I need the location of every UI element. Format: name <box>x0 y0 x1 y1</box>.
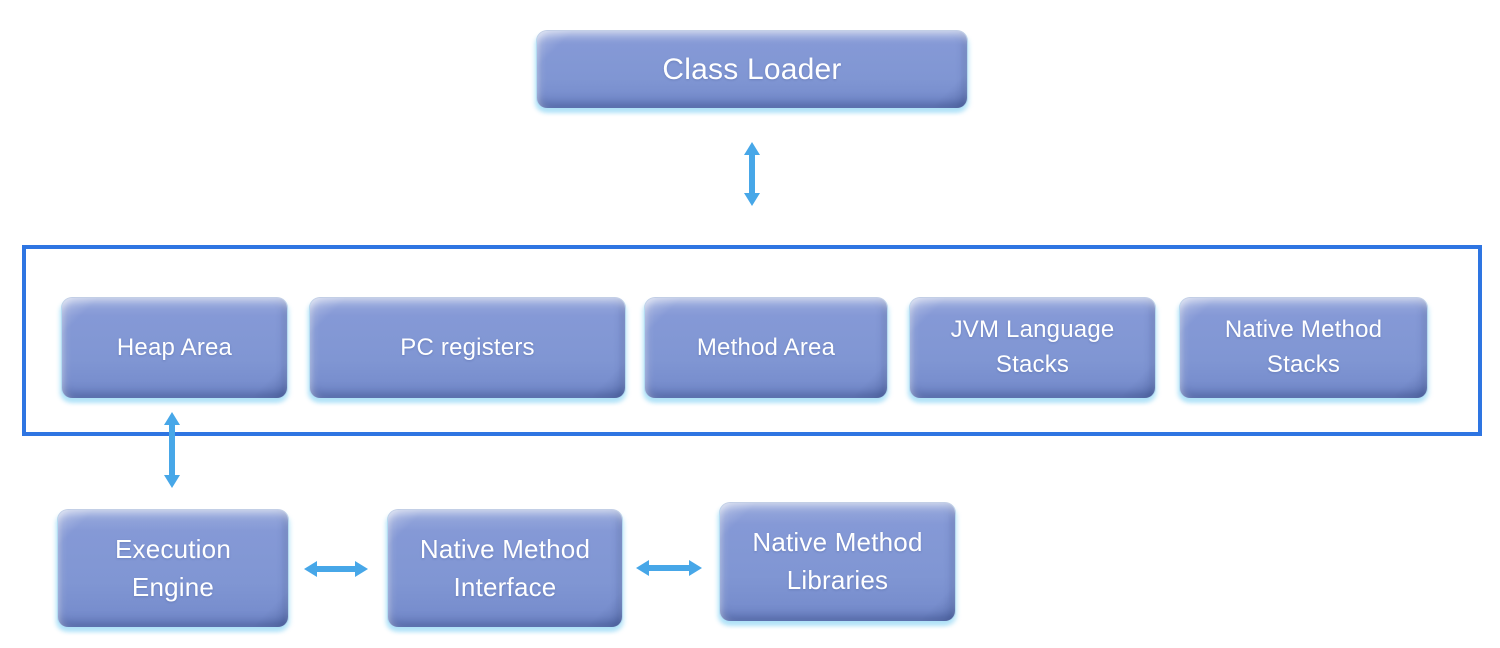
native-method-interface-box: Native Method Interface <box>388 510 622 627</box>
native-method-stacks-label: Native Method Stacks <box>1224 316 1383 378</box>
execution-engine-box: Execution Engine <box>58 510 288 627</box>
class-loader-box: Class Loader <box>537 31 967 108</box>
jvm-language-stacks-label: JVM Language Stacks <box>950 316 1115 378</box>
double-arrow-vertical-icon <box>164 412 180 488</box>
method-area-box: Method Area <box>645 298 887 398</box>
execution-engine-label: Execution Engine <box>115 533 231 602</box>
double-arrow-vertical-icon <box>744 142 760 206</box>
pc-registers-label: PC registers <box>400 333 535 361</box>
arrow-class-loader-runtime <box>744 142 760 206</box>
native-method-interface-label: Native Method Interface <box>419 533 591 602</box>
runtime-data-areas-container <box>22 245 1482 436</box>
class-loader-label: Class Loader <box>662 52 842 86</box>
double-arrow-horizontal-icon <box>636 560 702 576</box>
arrow-execution-nmi <box>304 561 368 577</box>
heap-area-label: Heap Area <box>116 333 233 361</box>
native-method-stacks-box: Native Method Stacks <box>1180 298 1427 398</box>
arrow-heap-execution <box>164 412 180 488</box>
native-method-libraries-label: Native Method Libraries <box>752 527 923 595</box>
jvm-language-stacks-box: JVM Language Stacks <box>910 298 1155 398</box>
arrow-nmi-libraries <box>636 560 702 576</box>
method-area-label: Method Area <box>696 333 836 361</box>
native-method-libraries-box: Native Method Libraries <box>720 503 955 621</box>
heap-area-box: Heap Area <box>62 298 287 398</box>
pc-registers-box: PC registers <box>310 298 625 398</box>
double-arrow-horizontal-icon <box>304 561 368 577</box>
